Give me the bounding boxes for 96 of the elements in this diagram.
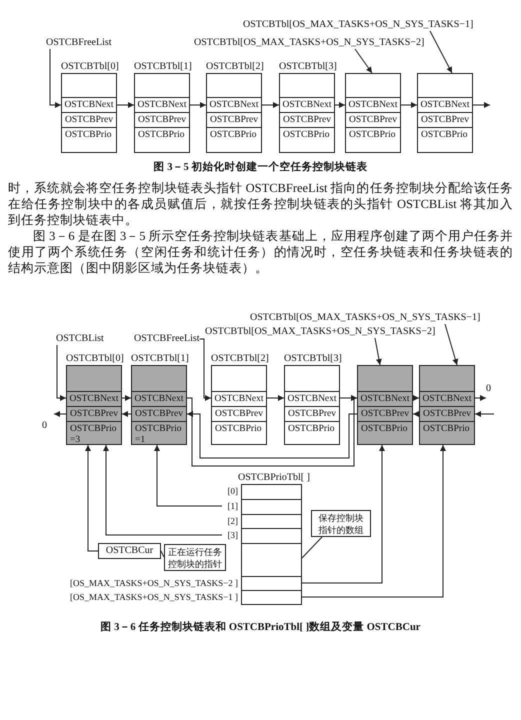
arrow [56,344,66,401]
pointer-label: OSTCBTbl[OS_MAX_TASKS+OS_N_SYS_TASKS−2] [205,326,436,338]
index-label: [1] [228,500,238,513]
struct-field: OSTCBNext [358,391,412,406]
struct-label: OSTCBTbl[1] [134,61,192,73]
struct-field: OSTCBPrio [346,127,400,142]
arrow [412,395,420,401]
struct-field: OSTCBPrio [62,127,116,142]
struct-field: OSTCBPrio =1 [132,421,186,447]
struct-field: OSTCBNext [212,391,266,406]
struct-label: OSTCBTbl[2] [206,61,264,73]
struct-field: OSTCBPrio [212,421,266,436]
variable-box: OSTCBCur [98,543,161,559]
arrow [444,324,458,366]
index-label: [OS_MAX_TASKS+OS_N_SYS_TASKS−2 ] [70,577,238,590]
arrow [302,444,385,584]
struct-label: OSTCBTbl[1] [131,353,189,365]
struct-field: OSTCBPrio [420,421,474,436]
arrow [302,444,446,598]
struct-field: OSTCBPrio [207,127,261,142]
struct-field: OSTCBPrio [285,421,339,436]
struct-field: OSTCBPrev [207,112,261,127]
arrow [154,444,222,506]
paragraph: 图 3－6 是在图 3－5 所示空任务控制块链表基础上，应用程序创建了两个用户任务并使用了两个系统任务（空闲任务和统计任务）的情况时，空任务块链表和任务块链表的结构示意图（图中阴影区域为任务块链表）。 [8,228,513,276]
struct-field: OSTCBPrev [285,406,339,421]
struct-label: OSTCBTbl[0] [61,61,119,73]
arrow [50,48,62,108]
struct-field: OSTCBPrev [67,406,121,421]
figure-caption: 图 3－6 任务控制块链表和 OSTCBPrioTbl[ ]数组及变量 OSTCBCur [100,621,422,635]
callout: 保存控制块指针的数组 [311,510,371,537]
struct-field: OSTCBNext [135,97,189,112]
paragraph: 时，系统就会将空任务控制块链表头指针 OSTCBFreeList 指向的任务控制块分配给该任务在给任务控制块中的各成员赋值后，就按任务控制块链表的头指针 OSTCBList 将其加入到任务控制块链表中。 [8,180,513,228]
arrow [122,395,132,401]
arrow [186,395,358,466]
struct-field: OSTCBPrio [280,127,334,142]
struct-field: OSTCBPrev [135,112,189,127]
arrow [122,411,132,417]
struct-label: OSTCBTbl[0] [66,353,124,365]
struct-field: OSTCBNext [420,391,474,406]
struct-field: OSTCBNext [346,97,400,112]
struct-field: OSTCBNext [418,97,472,112]
arrow [400,102,418,108]
arrow [54,411,66,417]
arrow [374,338,382,366]
arrow [340,395,358,401]
pointer-label: OSTCBList [56,333,104,345]
pointer-label: OSTCBFreeList [46,37,112,49]
pointer-label: OSTCBTbl[OS_MAX_TASKS+OS_N_SYS_TASKS−2] [194,37,424,49]
figure-caption: 图 3－5 初始化时创建一个空任务控制块链表 [152,161,368,175]
arrow [116,102,134,108]
arrow [266,395,284,401]
struct-field: OSTCBPrev [358,406,412,421]
arrow [430,30,452,74]
arrow [103,444,222,536]
struct-field: OSTCBPrev [132,406,186,421]
struct-field: OSTCBNext [62,97,116,112]
struct-label: OSTCBTbl[3] [279,61,337,73]
struct-field: OSTCBPrio [358,421,412,436]
struct-field: OSTCBNext [67,391,121,406]
struct-field: OSTCBPrev [62,112,116,127]
array-label: OSTCBPrioTbl[ ] [238,472,310,484]
struct-field: OSTCBPrev [280,112,334,127]
arrow [190,102,206,108]
arrow [334,102,346,108]
index-label: [3] [228,529,238,542]
struct-field: OSTCBPrev [346,112,400,127]
struct-field: OSTCBPrev [420,406,474,421]
struct-field: OSTCBNext [132,391,186,406]
pointer-label: OSTCBTbl[OS_MAX_TASKS+OS_N_SYS_TASKS−1] [250,312,480,324]
arrow [199,338,212,401]
arrow [186,411,358,458]
null-value: 0 [42,406,54,432]
null-value: 0 [486,383,496,405]
arrow [474,395,486,401]
arrow [262,102,280,108]
arrow [472,102,490,108]
callout: 正在运行任务控制块的指针 [164,544,226,571]
struct-field: OSTCBNext [280,97,334,112]
struct-field: OSTCBNext [285,391,339,406]
arrow [85,444,98,552]
struct-label: OSTCBTbl[3] [284,353,342,365]
pointer-label: OSTCBFreeList [134,333,200,345]
struct-field: OSTCBPrev [418,112,472,127]
arrow [474,411,494,417]
index-label: [2] [228,515,238,528]
arrow [354,48,372,74]
index-label: [OS_MAX_TASKS+OS_N_SYS_TASKS−1 ] [70,591,238,604]
struct-field: OSTCBPrio =3 [67,421,121,447]
struct-label: OSTCBTbl[2] [211,353,269,365]
pointer-label: OSTCBTbl[OS_MAX_TASKS+OS_N_SYS_TASKS−1] [243,19,474,31]
arrow [412,411,420,417]
index-label: [0] [228,485,238,498]
struct-field: OSTCBNext [207,97,261,112]
struct-field: OSTCBPrio [418,127,472,142]
struct-field: OSTCBPrev [212,406,266,421]
struct-field: OSTCBPrio [135,127,189,142]
